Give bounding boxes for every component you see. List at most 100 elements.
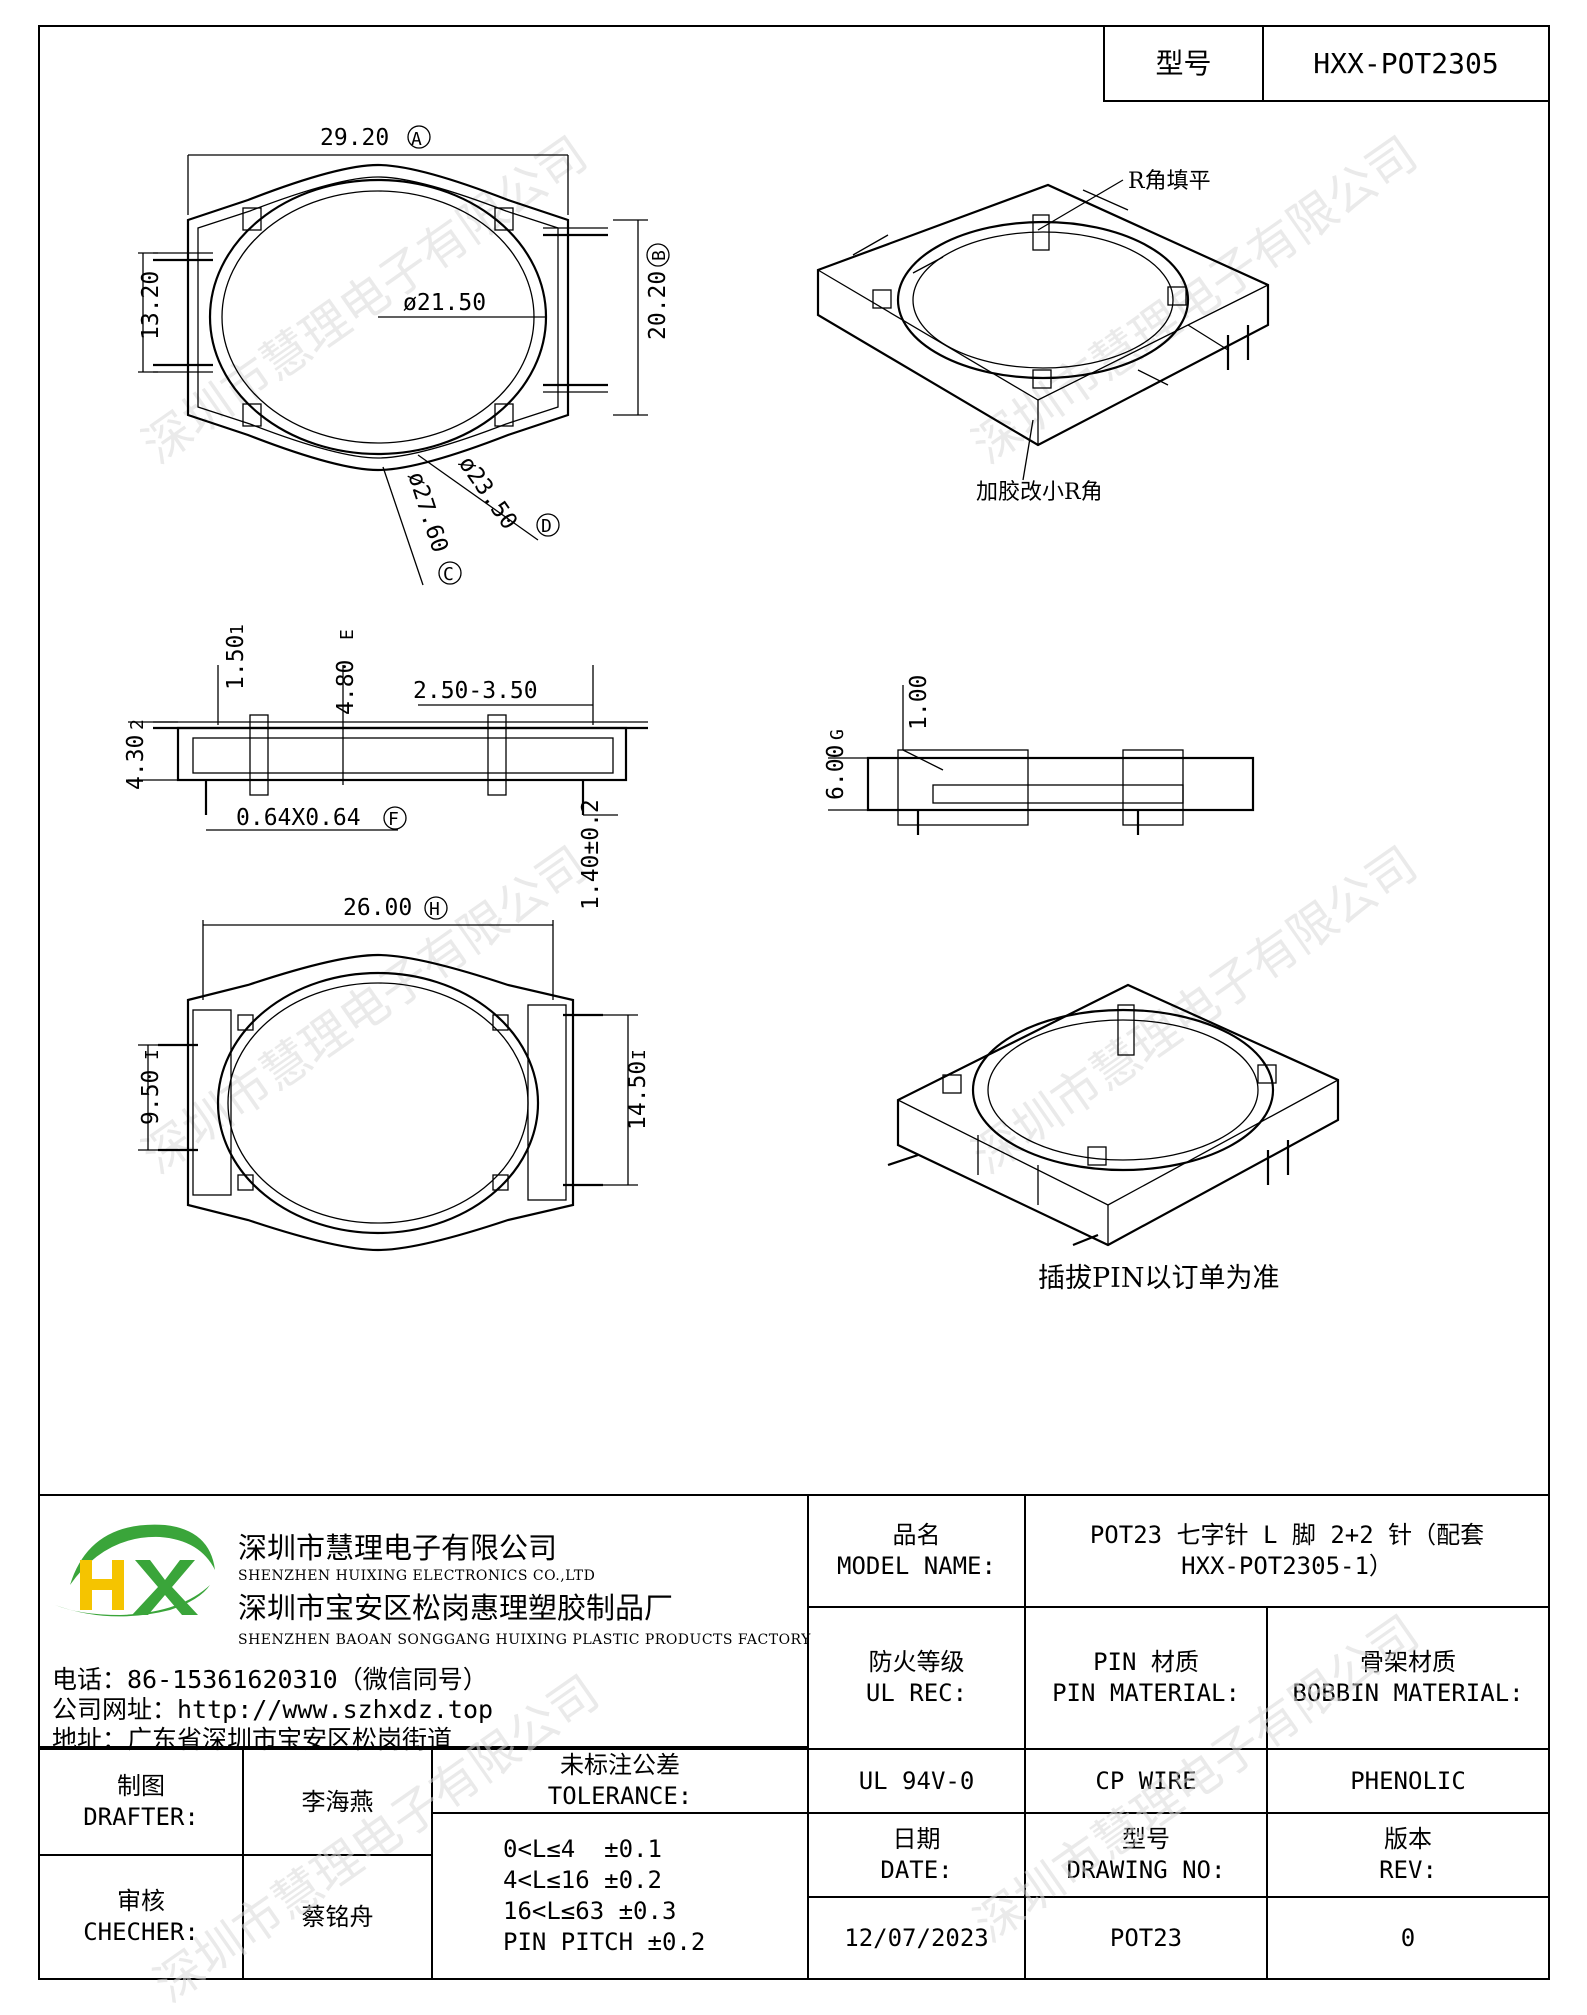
company-logo [55,1524,215,1617]
bobbin-material-value-cell: PHENOLIC [1266,1748,1550,1814]
checker-cn: 审核 [117,1887,165,1915]
watermark-1: 深圳市慧理电子有限公司 [133,126,598,475]
dim-side-1-tag: 1 [227,624,248,635]
bobbin-material-en: BOBBIN MATERIAL: [1292,1679,1524,1707]
model-name-label-cell: 品名 MODEL NAME: [807,1494,1026,1608]
ul-value-cell: UL 94V-0 [807,1748,1026,1814]
dim-pin-len: 1.40±0.2 [578,799,604,910]
pin-material-en: PIN MATERIAL: [1052,1679,1240,1707]
date-value-cell: 12/07/2023 [807,1896,1026,1980]
dim-side-4-80: 4.80 [333,660,359,715]
dim-bot-width: 26.00 [343,895,412,921]
dim-pin-size: 0.64X0.64 [236,805,361,831]
dim-top-height: 20.20 [645,271,671,340]
bobbin-material-value: PHENOLIC [1350,1766,1466,1795]
pin-material-value-cell: CP WIRE [1024,1748,1268,1814]
note-glue: 加胶改小R角 [976,480,1103,505]
tolerance-row-4: PIN PITCH ±0.2 [503,1928,706,1956]
rev-value-cell: 0 [1266,1896,1550,1980]
header-model-value-cell: HXX-POT2305 [1262,25,1550,102]
ul-label-cn: 防火等级 [868,1648,965,1676]
drafter-name: 李海燕 [301,1787,374,1816]
factory-name-cn: 深圳市宝安区松岗惠理塑胶制品厂 [238,1591,674,1625]
bobbin-material-cn: 骨架材质 [1360,1648,1456,1676]
rev-en: REV: [1379,1856,1437,1884]
dim-bot-9-50-tag: I [142,1049,163,1060]
dim-top-height-tag: B [649,250,670,261]
drafter-name-cell: 李海燕 [242,1748,433,1856]
bottom-view: 26.00 H 9.50 I 14.50 I [138,895,651,1252]
bobbin-material-label-cell: 骨架材质 BOBBIN MATERIAL: [1266,1606,1550,1750]
company-name-cn: 深圳市慧理电子有限公司 [238,1531,558,1565]
date-value: 12/07/2023 [844,1923,989,1952]
company-name-en: SHENZHEN HUIXING ELECTRONICS CO.,LTD [238,1568,596,1584]
date-en: DATE: [880,1856,953,1884]
technical-drawing: 深圳市慧理电子有限公司 深圳市慧理电子有限公司 深圳市慧理电子有限公司 深圳市慧… [123,125,1428,1294]
model-name-en: MODEL NAME: [837,1552,996,1580]
dim-bot-14-50-tag: I [629,1049,650,1060]
date-label-cell: 日期 DATE: [807,1812,1026,1898]
tolerance-label-cell: 未标注公差 TOLERANCE: [431,1748,809,1814]
dim-dia-c-tag: C [443,564,454,585]
drafter-en: DRAFTER: [83,1803,199,1831]
company-website: 公司网址：http://www.szhxdz.top [52,1695,494,1724]
drawing-no-label-cell: 型号 DRAWING NO: [1024,1812,1268,1898]
dim-end-6-00: 6.00 [823,745,849,800]
pin-material-value: CP WIRE [1095,1766,1197,1795]
note-r-fill: R角填平 [1128,169,1211,194]
header-model-label: 型号 [1155,47,1212,80]
tolerance-en: TOLERANCE: [547,1782,693,1810]
drafter-label-cell: 制图 DRAFTER: [38,1748,244,1856]
checker-en: CHECHER: [83,1918,199,1946]
dim-end-6-00-tag: G [827,729,848,740]
iso-view-bottom: 插拔PIN以订单为准 [887,983,1340,1294]
dim-side-4-80-tag: E [337,629,358,640]
drawing-no-value-cell: POT23 [1024,1896,1268,1980]
end-view: 1.00 6.00 G [823,675,1255,835]
model-name-value-line2: HXX-POT2305-1） [1181,1552,1393,1580]
rev-label-cell: 版本 REV: [1266,1812,1550,1898]
factory-name-en: SHENZHEN BAOAN SONGGANG HUIXING PLASTIC … [238,1632,811,1648]
dim-dia-d-tag: D [541,516,552,537]
checker-name-cell: 蔡铭舟 [242,1854,433,1980]
dim-inner-dia: ø21.50 [403,290,486,316]
dim-pin-span: 13.20 [138,271,164,340]
tolerance-row-2: 4<L≤16 ±0.2 [503,1866,662,1894]
dim-side-2-50: 2.50-3.50 [413,678,538,704]
model-name-value-cell: POT23 七字针 L 脚 2+2 针（配套 HXX-POT2305-1） [1024,1494,1550,1608]
header-model-value: HXX-POT2305 [1313,47,1499,80]
model-name-value-line1: POT23 七字针 L 脚 2+2 针（配套 [1089,1521,1485,1549]
drawing-no-value: POT23 [1109,1923,1183,1952]
dim-dia-c: ø27.60 [402,469,452,556]
iso-view-top: R角填平 加胶改小R角 [816,169,1270,505]
drafter-cn: 制图 [117,1772,165,1800]
rev-cn: 版本 [1384,1825,1432,1853]
dim-side-4-30: 4.30 [123,735,149,790]
checker-name: 蔡铭舟 [301,1902,374,1931]
pin-material-label-cell: PIN 材质 PIN MATERIAL: [1024,1606,1268,1750]
tolerance-cn: 未标注公差 [560,1751,680,1779]
checker-label-cell: 审核 CHECHER: [38,1854,244,1980]
drawing-no-cn: 型号 [1122,1825,1170,1853]
dim-side-1-50: 1.50 [223,635,249,690]
tolerance-row-1: 0<L≤4 ±0.1 [503,1835,662,1863]
dim-side-4-30-tag: 2 [127,719,148,730]
model-name-cn: 品名 [892,1521,941,1549]
note-pin-order: 插拔PIN以订单为准 [1038,1263,1279,1294]
dim-top-width-tag: A [411,129,422,150]
dim-bot-width-tag: H [429,899,440,920]
tolerance-values-cell: 0<L≤4 ±0.1 4<L≤16 ±0.2 16<L≤63 ±0.3 PIN … [431,1812,809,1980]
dim-bot-9-50: 9.50 [138,1070,164,1125]
date-cn: 日期 [892,1825,941,1853]
dim-top-width: 29.20 [320,125,389,151]
rev-value: 0 [1400,1923,1416,1952]
company-phone: 电话：86-15361620310（微信同号） [52,1665,488,1694]
dim-pin-size-tag: F [388,809,399,830]
ul-label-cell: 防火等级 UL REC: [807,1606,1026,1750]
pin-material-cn: PIN 材质 [1093,1648,1199,1676]
side-view: 1.50 1 4.80 E 2.50-3.50 4.30 2 0.64X0.64… [123,624,648,910]
dim-bot-14-50: 14.50 [625,1061,651,1130]
watermark-4: 深圳市慧理电子有限公司 [963,836,1428,1185]
top-view: 29.20 A 20.20 B 13.20 ø21.50 ø23.50 D ø2… [138,125,671,586]
dim-dia-d: ø23.50 [453,452,522,535]
